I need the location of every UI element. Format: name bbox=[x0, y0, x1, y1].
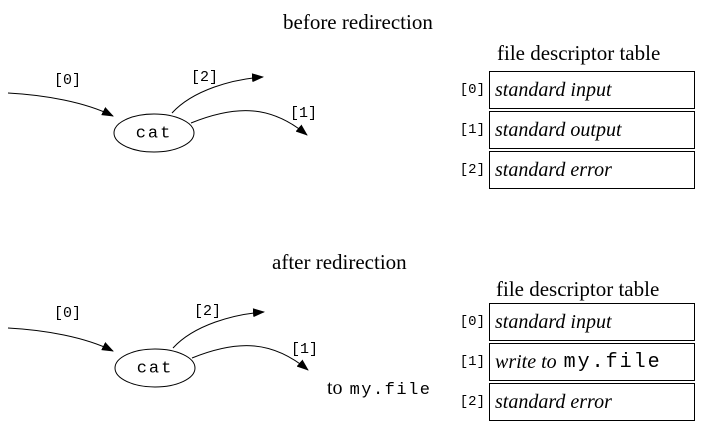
table-row: [1] standard output bbox=[455, 111, 695, 149]
fd-cell: standard error bbox=[489, 383, 695, 421]
fd-cell: standard output bbox=[489, 111, 695, 149]
before-fd0-label: [0] bbox=[54, 72, 82, 89]
before-fd-table: [0] standard input [1] standard output [… bbox=[455, 71, 695, 191]
before-stderr-arrow bbox=[171, 73, 264, 114]
redirect-prefix-text: to bbox=[327, 377, 343, 399]
fd-index-label: [2] bbox=[459, 162, 485, 178]
fd-cell: standard input bbox=[489, 71, 695, 109]
table-row: [2] standard error bbox=[455, 151, 695, 189]
before-stdin-arrow bbox=[7, 92, 114, 117]
before-table-header: file descriptor table bbox=[497, 41, 661, 65]
before-section-title: before redirection bbox=[283, 10, 433, 34]
after-fd1-label: [1] bbox=[291, 341, 319, 358]
fd-cell: standard input bbox=[489, 303, 695, 341]
fd-cell-mono-text: my.file bbox=[563, 350, 662, 374]
fd-index-label: [1] bbox=[459, 354, 485, 370]
fd-cell-text: standard input bbox=[495, 310, 612, 333]
table-row: [1] write to my.file bbox=[455, 343, 695, 381]
after-stdin-arrow bbox=[7, 327, 114, 352]
after-process-name: cat bbox=[136, 359, 174, 379]
fd-index-label: [2] bbox=[459, 394, 485, 410]
redirect-target-label: to my.file bbox=[327, 377, 431, 400]
after-stdout-arrow bbox=[191, 345, 309, 371]
fd-cell: write to my.file bbox=[489, 343, 695, 381]
fd-cell-text: standard input bbox=[495, 78, 612, 101]
fd-cell-text: standard output bbox=[495, 118, 622, 141]
after-process-ellipse bbox=[114, 348, 196, 388]
fd-index-label: [1] bbox=[459, 122, 485, 138]
before-fd2-label: [2] bbox=[191, 69, 219, 86]
before-stdout-arrow bbox=[190, 110, 308, 136]
before-process-ellipse bbox=[113, 113, 195, 153]
fd-cell-text: standard error bbox=[495, 158, 612, 181]
after-table-header: file descriptor table bbox=[496, 277, 660, 301]
after-section-title: after redirection bbox=[272, 250, 407, 274]
table-row: [0] standard input bbox=[455, 71, 695, 109]
table-row: [0] standard input bbox=[455, 303, 695, 341]
before-fd1-label: [1] bbox=[290, 105, 318, 122]
fd-cell: standard error bbox=[489, 151, 695, 189]
fd-cell-text: write to bbox=[495, 350, 557, 373]
fd-cell-text: standard error bbox=[495, 390, 612, 413]
fd-index-label: [0] bbox=[459, 314, 485, 330]
before-process-name: cat bbox=[135, 124, 173, 144]
fd-index-label: [0] bbox=[459, 82, 485, 98]
after-stderr-arrow bbox=[172, 308, 265, 349]
after-fd-table: [0] standard input [1] write to my.file … bbox=[455, 303, 695, 423]
table-row: [2] standard error bbox=[455, 383, 695, 421]
after-fd2-label: [2] bbox=[194, 303, 222, 320]
after-fd0-label: [0] bbox=[54, 305, 82, 322]
redirect-filename-text: my.file bbox=[349, 381, 432, 400]
